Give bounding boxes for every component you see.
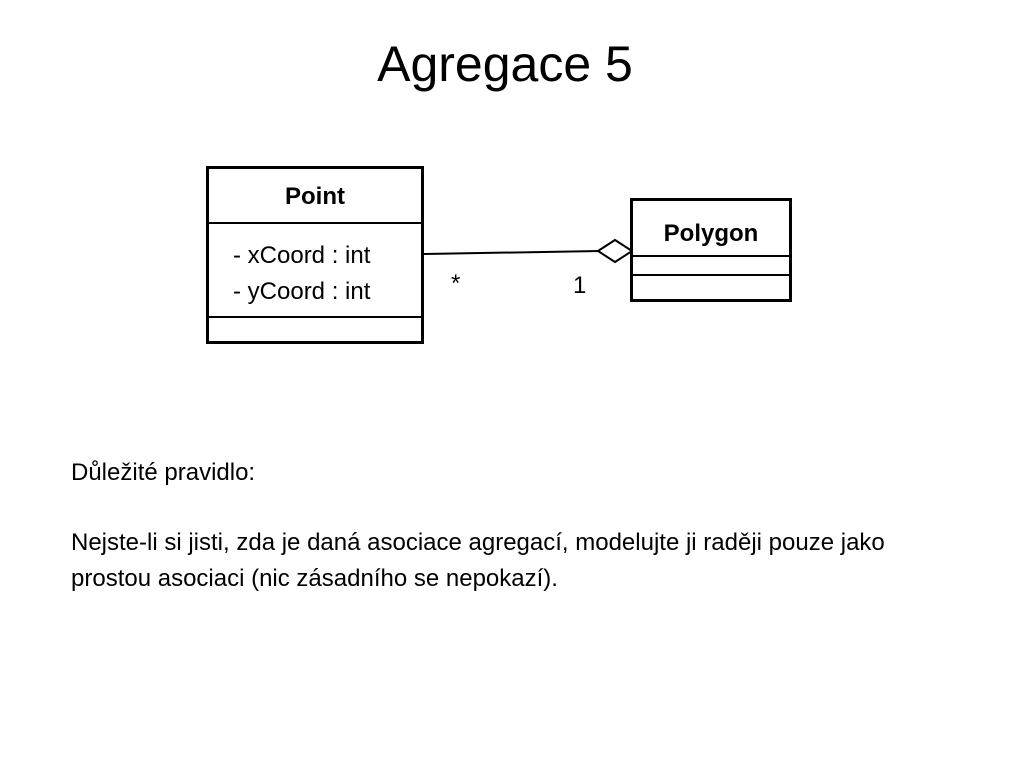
rule-text-block: Důležité pravidlo: Nejste-li si jisti, z…: [71, 455, 971, 597]
multiplicity-polygon-end: 1: [573, 272, 587, 299]
uml-class-diagram: Point - xCoord : int - yCoord : int Poly…: [206, 166, 792, 344]
aggregation-connector: [423, 238, 634, 264]
rule-heading: Důležité pravidlo:: [71, 459, 256, 486]
class-point-attributes: - xCoord : int - yCoord : int: [209, 224, 421, 318]
aggregation-diamond: [596, 238, 634, 264]
multiplicity-point-end: *: [451, 270, 461, 297]
class-polygon: Polygon: [630, 198, 792, 302]
class-polygon-attributes: [633, 257, 789, 276]
class-point: Point - xCoord : int - yCoord : int: [206, 166, 424, 344]
slide-title: Agregace 5: [377, 36, 633, 92]
attribute-xcoord: - xCoord : int: [233, 242, 371, 269]
rule-body: Nejste-li si jisti, zda je daná asociace…: [71, 529, 885, 592]
class-polygon-name: Polygon: [633, 201, 789, 257]
association-line: [423, 250, 601, 255]
attribute-ycoord: - yCoord : int: [233, 278, 371, 305]
class-point-name: Point: [209, 169, 421, 224]
